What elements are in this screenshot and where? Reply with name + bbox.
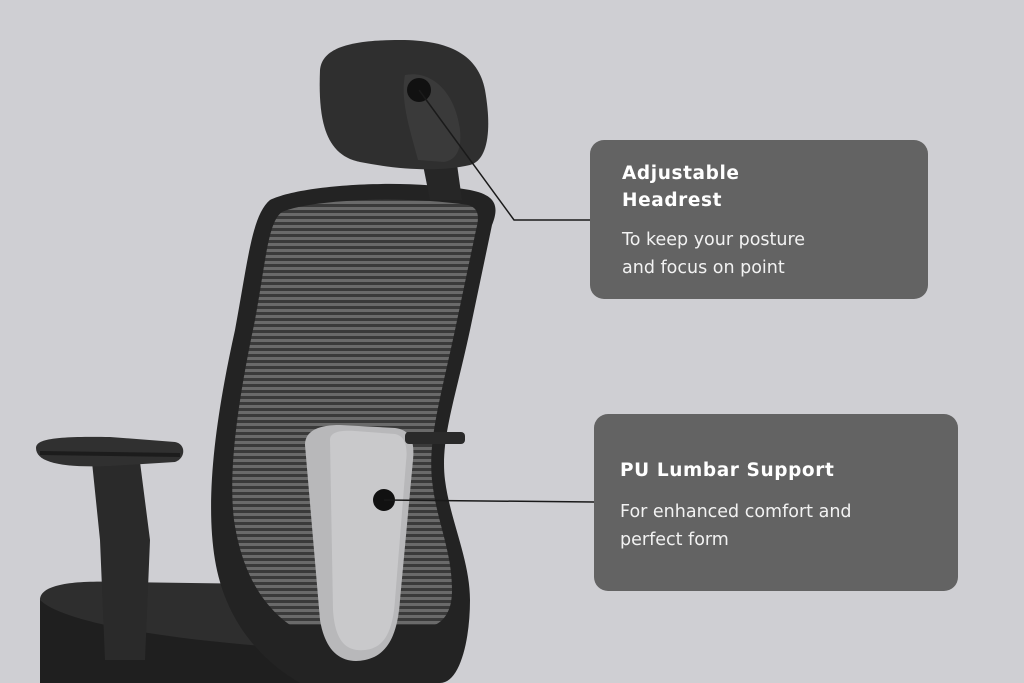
headrest-callout-body: To keep your posture and focus on point	[622, 230, 806, 278]
armrest-pad	[36, 436, 184, 467]
headrest-connector-line	[418, 89, 590, 221]
lumbar-callout-title: PU Lumbar Support	[620, 460, 835, 481]
headrest-callout-title: Adjustable Headrest	[622, 163, 740, 211]
lumbar-callout-body: For enhanced comfort and perfect form	[620, 502, 852, 550]
seat-edge	[40, 600, 330, 683]
headrest-callout: Adjustable Headrest To keep your posture…	[590, 140, 928, 299]
armrest-post	[92, 462, 150, 660]
backrest-mesh	[232, 199, 478, 625]
lumbar-callout: PU Lumbar Support For enhanced comfort a…	[594, 414, 958, 591]
lumbar-connector-line	[383, 499, 595, 503]
